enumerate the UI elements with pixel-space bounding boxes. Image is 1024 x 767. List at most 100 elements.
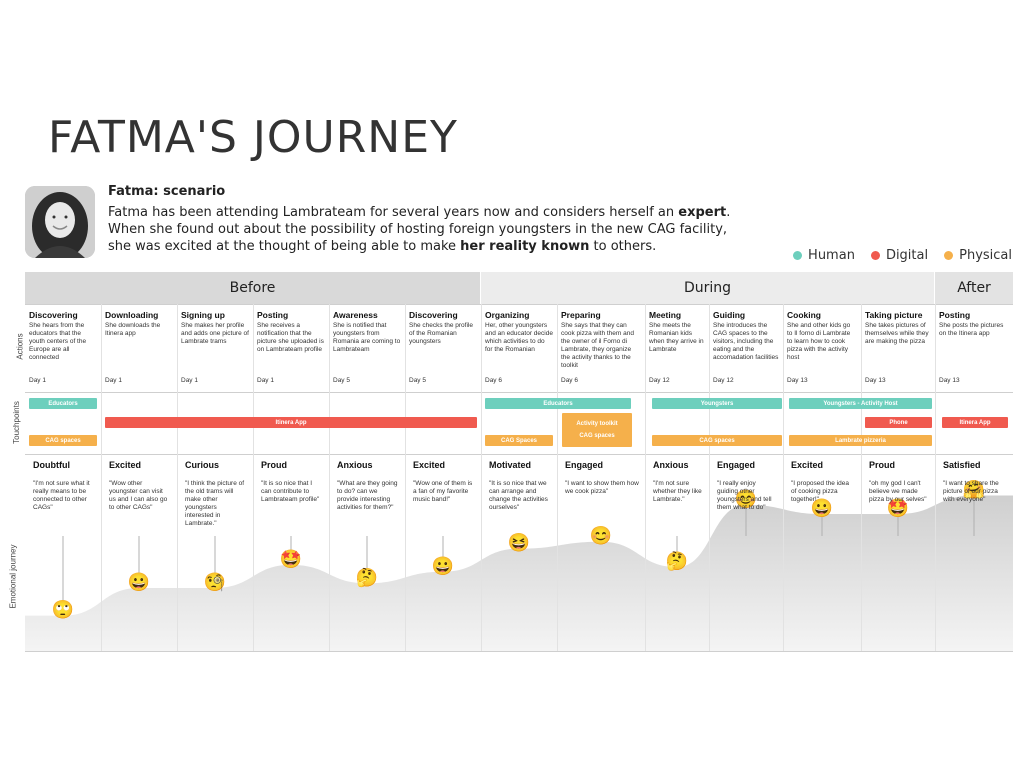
action-description: She and other kids go to Il forno di Lam… (787, 322, 851, 361)
row-label-emotional-journey: Emotional journey (8, 544, 18, 609)
action-description: She posts the pictures on the Itinera ap… (939, 322, 1004, 337)
action-title: Preparing (561, 310, 601, 320)
column-divider (177, 304, 178, 651)
touchpoint-educators: Educators (29, 398, 97, 409)
emotion-label: Curious (185, 460, 220, 470)
emotion-quote: "I want to show them how we cook pizza" (565, 480, 639, 495)
action-description: She introduces the CAG spaces to the vis… (713, 322, 779, 361)
phase-before: Before (25, 272, 480, 304)
emotion-emoji-icon: 🤗 (963, 480, 985, 500)
column-divider (861, 304, 862, 651)
action-title: Taking picture (865, 310, 923, 320)
emotion-emoji-icon: 😆 (508, 533, 530, 553)
emotion-quote: "I want to share the picture of our pizz… (943, 480, 999, 503)
action-title: Organizing (485, 310, 530, 320)
emotion-emoji-icon: 🧐 (204, 572, 226, 592)
emotion-emoji-icon: 🤩 (280, 549, 302, 569)
action-description: She hears from the educators that the yo… (29, 322, 87, 361)
touchpoint-youngsters-host: Youngsters - Activity Host (789, 398, 932, 409)
emotion-label: Excited (413, 460, 446, 470)
column-divider (481, 304, 482, 651)
action-title: Signing up (181, 310, 225, 320)
action-day: Day 12 (649, 377, 670, 384)
action-description: She makes her profile and adds one pictu… (181, 322, 249, 345)
emotion-label: Excited (791, 460, 824, 470)
emotion-quote: "What are they going to do? can we provi… (337, 480, 398, 511)
column-divider (709, 304, 710, 651)
column-divider (329, 304, 330, 651)
divider (25, 304, 1013, 305)
action-description: Her, other youngsters and an educator de… (485, 322, 553, 353)
action-title: Discovering (409, 310, 458, 320)
emotion-label: Doubtful (33, 460, 70, 470)
action-day: Day 13 (787, 377, 808, 384)
action-day: Day 12 (713, 377, 734, 384)
page-title: FATMA'S JOURNEY (48, 112, 458, 163)
touchpoint-phone: Phone (865, 417, 932, 428)
journey-map: Before During After Actions Touchpoints … (9, 272, 1013, 652)
divider (25, 651, 1013, 652)
touchpoint-activity-toolkit: Activity toolkit CAG spaces (562, 413, 632, 447)
emotion-quote: "I really enjoy guiding other youngsters… (717, 480, 772, 511)
emotion-quote: "I proposed the idea of cooking pizza to… (791, 480, 849, 503)
row-label-actions: Actions (15, 333, 25, 360)
action-title: Meeting (649, 310, 682, 320)
emotion-label: Anxious (337, 460, 373, 470)
emotion-quote: "oh my god I can't believe we made pizza… (869, 480, 927, 503)
action-description: She receives a notification that the pic… (257, 322, 324, 353)
emotion-emoji-icon: 😊 (590, 526, 612, 546)
action-day: Day 1 (257, 377, 274, 384)
action-day: Day 1 (181, 377, 198, 384)
emotion-label: Proud (261, 460, 287, 470)
action-title: Downloading (105, 310, 159, 320)
touchpoint-educators: Educators (485, 398, 631, 409)
emotion-emoji-icon: 😀 (128, 572, 150, 592)
scenario-text: Fatma has been attending Lambrateam for … (108, 205, 731, 254)
action-title: Guiding (713, 310, 746, 320)
human-dot-icon (793, 251, 803, 260)
phase-during: During (481, 272, 934, 304)
touchpoint-cag-spaces: CAG spaces (652, 435, 782, 446)
scenario-title: Fatma: scenario (108, 184, 226, 199)
emotion-emoji-icon: 🤩 (887, 498, 909, 518)
column-divider (935, 304, 936, 651)
column-divider (253, 304, 254, 651)
avatar-portrait-icon (25, 186, 95, 258)
action-title: Discovering (29, 310, 78, 320)
action-description: She meets the Romanian kids when they ar… (649, 322, 704, 353)
action-title: Awareness (333, 310, 378, 320)
emotion-curve: 🙄😀🧐🤩🤔😀😆😊🤔😊😀🤩🤗 (25, 480, 1013, 651)
action-day: Day 1 (29, 377, 46, 384)
divider (25, 454, 1013, 455)
emotion-label: Excited (109, 460, 142, 470)
action-title: Cooking (787, 310, 821, 320)
emotion-quote: "I'm not sure what it really means to be… (33, 480, 90, 511)
emotion-label: Engaged (717, 460, 756, 470)
legend-digital: Digital (870, 248, 928, 263)
emotion-quote: "I'm not sure whether they like Lambrate… (653, 480, 702, 503)
action-day: Day 6 (485, 377, 502, 384)
avatar (25, 186, 95, 258)
column-divider (557, 304, 558, 651)
emotion-label: Engaged (565, 460, 604, 470)
column-divider (405, 304, 406, 651)
legend-human: Human (793, 248, 855, 263)
emotion-emoji-icon: 🤔 (356, 567, 378, 587)
touchpoint-itinera-app: Itinera App (942, 417, 1008, 428)
emotion-emoji-icon: 🤔 (666, 551, 688, 571)
action-description: She says that they can cook pizza with t… (561, 322, 634, 369)
action-title: Posting (939, 310, 971, 320)
touchpoint-cag-spaces: CAG Spaces (485, 435, 553, 446)
action-description: She checks the profile of the Romanian y… (409, 322, 473, 345)
emotion-label: Proud (869, 460, 895, 470)
column-divider (645, 304, 646, 651)
emotion-label: Satisfied (943, 460, 981, 470)
emotion-quote: "Wow other youngster can visit us and I … (109, 480, 168, 511)
legend: Human Digital Physical (793, 248, 1012, 263)
emotion-label: Anxious (653, 460, 689, 470)
action-day: Day 13 (865, 377, 886, 384)
action-day: Day 1 (105, 377, 122, 384)
emotion-emoji-icon: 😀 (432, 556, 454, 576)
column-divider (101, 304, 102, 651)
action-description: She takes pictures of themselves while t… (865, 322, 929, 345)
